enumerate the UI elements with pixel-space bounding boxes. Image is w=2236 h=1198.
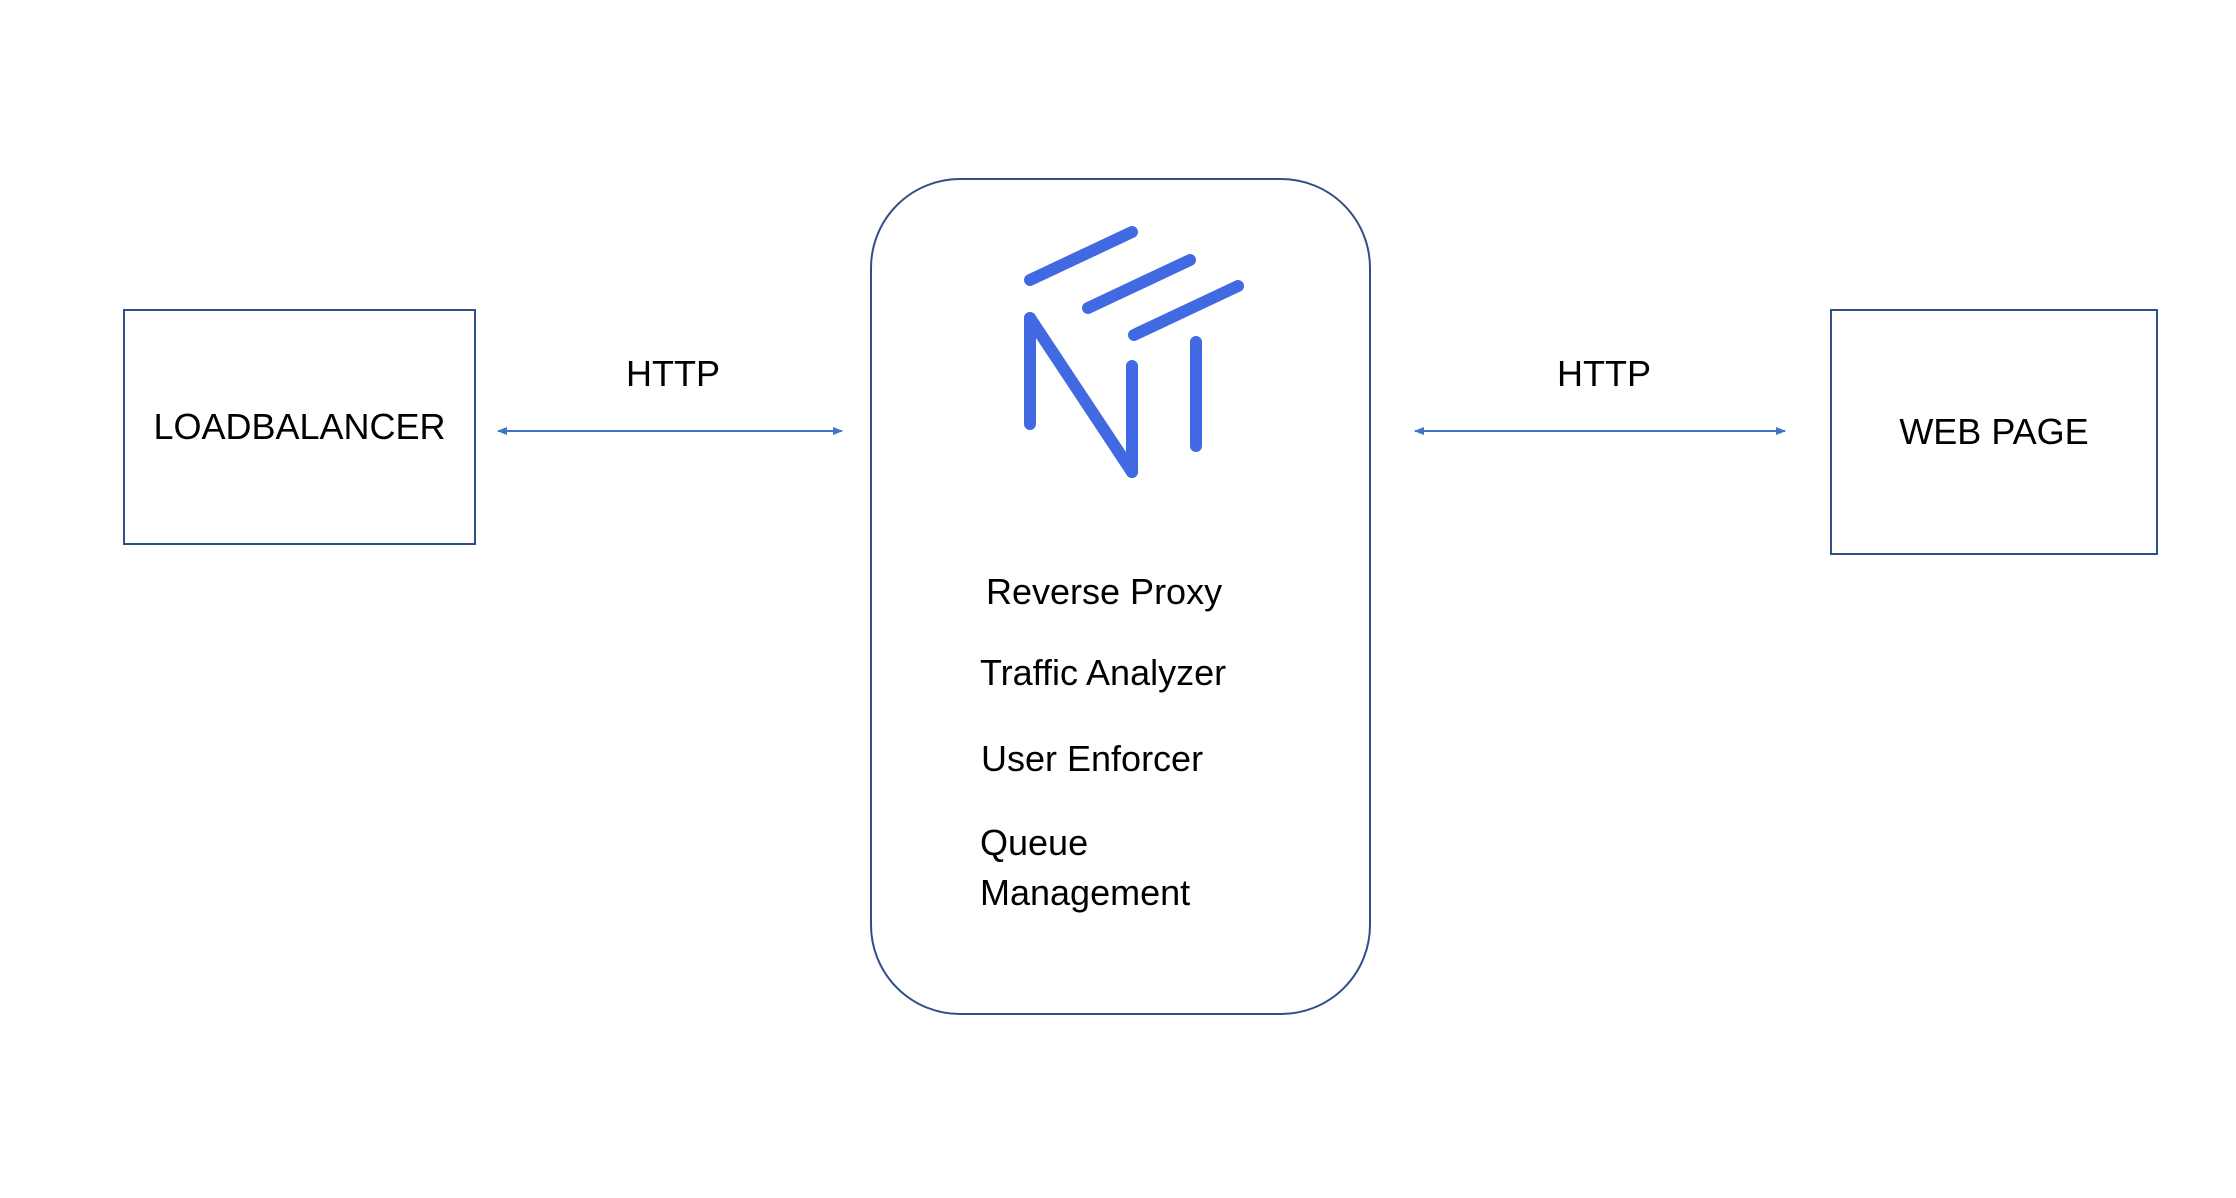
logo-stroke-middle <box>1082 254 1196 314</box>
logo-stroke-diagonal <box>1024 312 1138 478</box>
edge-label-left: HTTP <box>626 353 720 394</box>
queue-it-logo-icon <box>1024 226 1244 478</box>
feature-queue-management: Queue Management <box>980 822 1191 913</box>
loadbalancer-label: LOADBALANCER <box>153 406 446 447</box>
loadbalancer-node: LOADBALANCER <box>123 309 476 545</box>
logo-stroke-lower <box>1128 280 1244 341</box>
feature-reverse-proxy: Reverse Proxy <box>986 571 1223 612</box>
feature-user-enforcer: User Enforcer <box>981 738 1204 779</box>
web-page-label: WEB PAGE <box>1899 411 2089 452</box>
edge-label-right: HTTP <box>1557 353 1651 394</box>
logo-stroke-top <box>1024 226 1138 286</box>
web-page-node: WEB PAGE <box>1830 309 2158 555</box>
proxy-node <box>870 178 1371 1015</box>
feature-traffic-analyzer: Traffic Analyzer <box>980 652 1227 693</box>
